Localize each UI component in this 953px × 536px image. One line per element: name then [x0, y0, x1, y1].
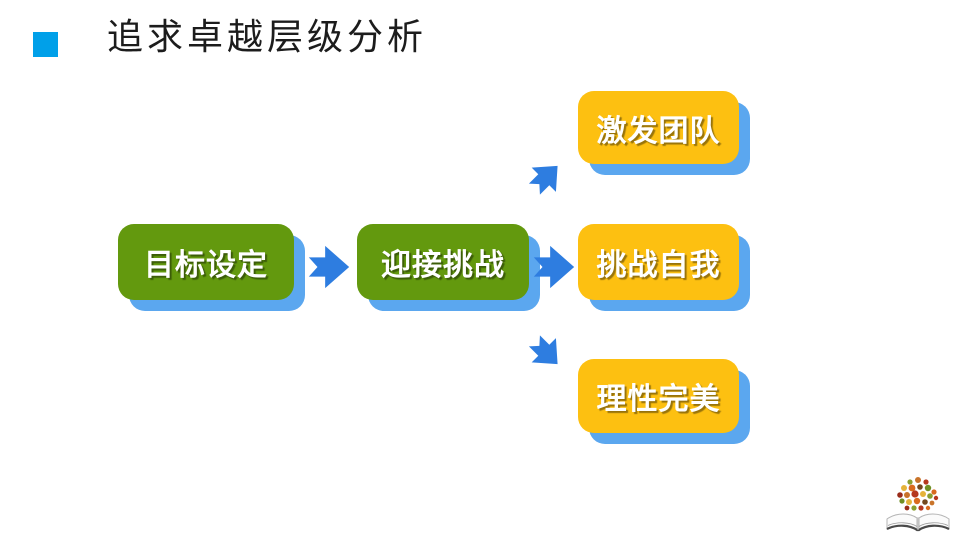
- title-bullet-square: [33, 32, 58, 57]
- right-arrow-icon: [306, 243, 352, 291]
- dot-collage: [897, 477, 939, 511]
- node-goal-setting: 目标设定: [118, 224, 294, 300]
- node-meet-challenge: 迎接挑战: [357, 224, 529, 300]
- right-arrow-icon: [531, 243, 577, 291]
- node-label: 迎接挑战: [381, 248, 505, 283]
- node-label: 激发团队: [596, 113, 721, 149]
- up-right-arrow-icon: [519, 151, 572, 204]
- node-label: 理性完美: [596, 382, 721, 417]
- open-book-knowledge-logo: [884, 468, 952, 534]
- node-label: 挑战自我: [596, 248, 721, 283]
- down-right-arrow-icon: [519, 326, 572, 379]
- slide-title: 追求卓越层级分析: [107, 17, 428, 58]
- open-book: [886, 513, 950, 532]
- node-inspire-team: 激发团队: [578, 91, 739, 164]
- node-challenge-self: 挑战自我: [578, 224, 739, 300]
- node-label: 目标设定: [144, 248, 268, 283]
- node-rational-perfection: 理性完美: [578, 359, 739, 433]
